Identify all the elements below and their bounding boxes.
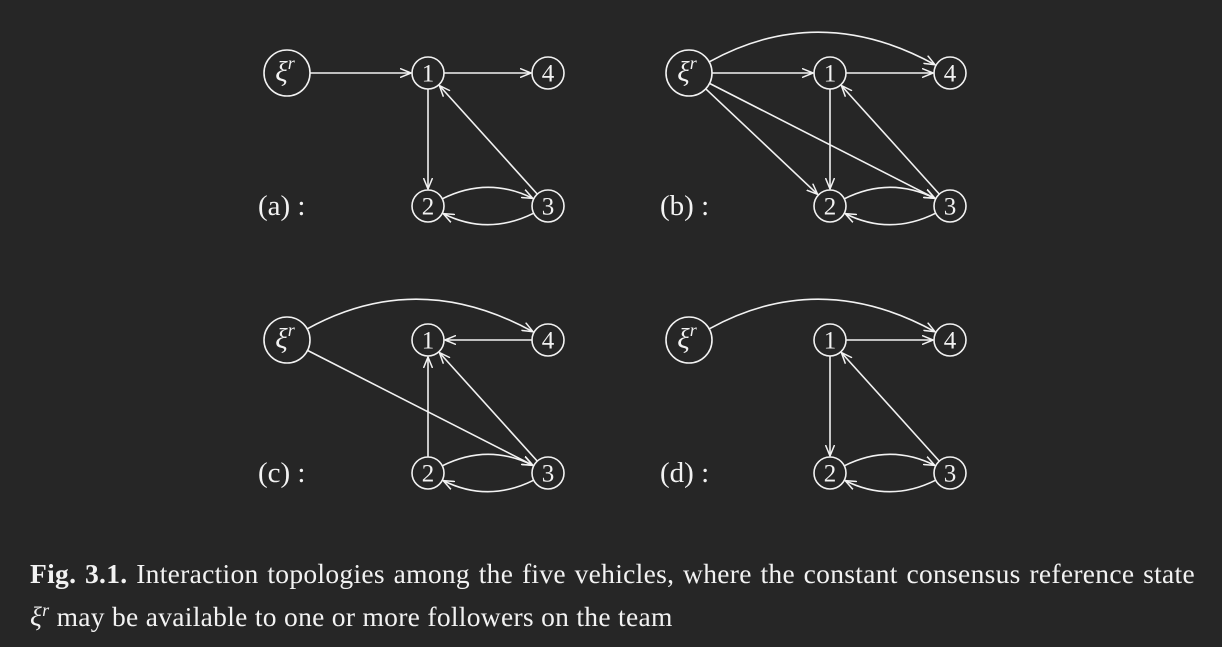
node-a-3: 3: [531, 189, 565, 223]
caption-text-after: may be available to one or more follower…: [56, 601, 673, 633]
caption-text-before: Interaction topologies among the five ve…: [136, 558, 1195, 589]
edges-layer: [306, 31, 940, 493]
node-c-3: 3: [531, 456, 565, 490]
panel-label-c: (c) :: [258, 457, 306, 489]
node-b-3: 3: [933, 189, 967, 223]
reference-symbol: ξr: [275, 320, 295, 355]
edge-b-r-to-2: [705, 88, 818, 195]
node-label: 2: [422, 461, 435, 488]
node-label: 1: [824, 61, 837, 88]
reference-symbol: ξr: [677, 53, 697, 88]
edge-a-3-to-2: [443, 212, 535, 226]
node-label: 3: [542, 194, 555, 221]
nodes-layer: 1 2 3 4 ξr 1 2 3 4 ξr 1 2 3 4 ξr 1 2 3 4 ξr: [263, 49, 967, 490]
panel-label-a: (a) :: [258, 190, 306, 222]
edge-b-2-to-3: [843, 186, 935, 200]
node-d-1: 1: [813, 323, 847, 357]
node-d-2: 2: [813, 456, 847, 490]
edge-d-3-to-2: [845, 479, 937, 493]
reference-node-c: ξr: [263, 316, 311, 364]
node-label: 3: [542, 461, 555, 488]
node-label: 1: [422, 61, 435, 88]
reference-symbol: ξr: [275, 53, 295, 88]
figure-caption: Fig. 3.1. Interaction topologies among t…: [30, 556, 1195, 635]
edge-c-3-to-1: [439, 353, 538, 462]
node-label: 3: [944, 194, 957, 221]
panel-label-b: (b) :: [660, 190, 709, 222]
edge-d-2-to-3: [843, 453, 935, 467]
node-label: 2: [422, 194, 435, 221]
node-label: 3: [944, 461, 957, 488]
node-b-4: 4: [933, 56, 967, 90]
panel-label-d: (d) :: [660, 457, 709, 489]
node-label: 2: [824, 461, 837, 488]
node-label: 4: [944, 328, 957, 355]
node-d-4: 4: [933, 323, 967, 357]
edge-b-r-to-4: [708, 31, 935, 65]
edge-c-r-to-3: [307, 349, 533, 465]
edge-c-2-to-3: [441, 453, 533, 467]
edge-d-3-to-1: [841, 353, 940, 462]
edge-a-3-to-1: [439, 86, 538, 195]
edge-b-3-to-2: [845, 212, 937, 226]
edge-d-r-to-4: [708, 298, 935, 332]
node-label: 4: [542, 61, 555, 88]
node-label: 4: [542, 328, 555, 355]
node-b-1: 1: [813, 56, 847, 90]
edge-b-r-to-3: [709, 82, 935, 198]
node-b-2: 2: [813, 189, 847, 223]
node-a-4: 4: [531, 56, 565, 90]
node-label: 1: [824, 328, 837, 355]
edge-c-r-to-4: [306, 298, 533, 332]
reference-node-d: ξr: [665, 316, 713, 364]
reference-node-a: ξr: [263, 49, 311, 97]
node-c-2: 2: [411, 456, 445, 490]
reference-symbol: ξr: [677, 320, 697, 355]
edge-a-2-to-3: [441, 186, 533, 200]
interaction-topologies-diagram: 1 2 3 4 ξr 1 2 3 4 ξr 1 2 3 4 ξr 1 2 3 4 ξr (a) : (b) : (c) :…: [258, 31, 967, 493]
node-a-1: 1: [411, 56, 445, 90]
reference-node-b: ξr: [665, 49, 713, 97]
caption-symbol: ξr: [30, 600, 50, 633]
node-c-4: 4: [531, 323, 565, 357]
edge-b-3-to-1: [841, 86, 940, 195]
node-a-2: 2: [411, 189, 445, 223]
caption-label: Fig. 3.1.: [30, 558, 128, 589]
node-d-3: 3: [933, 456, 967, 490]
node-label: 2: [824, 194, 837, 221]
edge-c-3-to-2: [443, 479, 535, 493]
panel-labels-layer: (a) : (b) : (c) : (d) :: [258, 190, 709, 489]
node-label: 1: [422, 328, 435, 355]
node-c-1: 1: [411, 323, 445, 357]
node-label: 4: [944, 61, 957, 88]
